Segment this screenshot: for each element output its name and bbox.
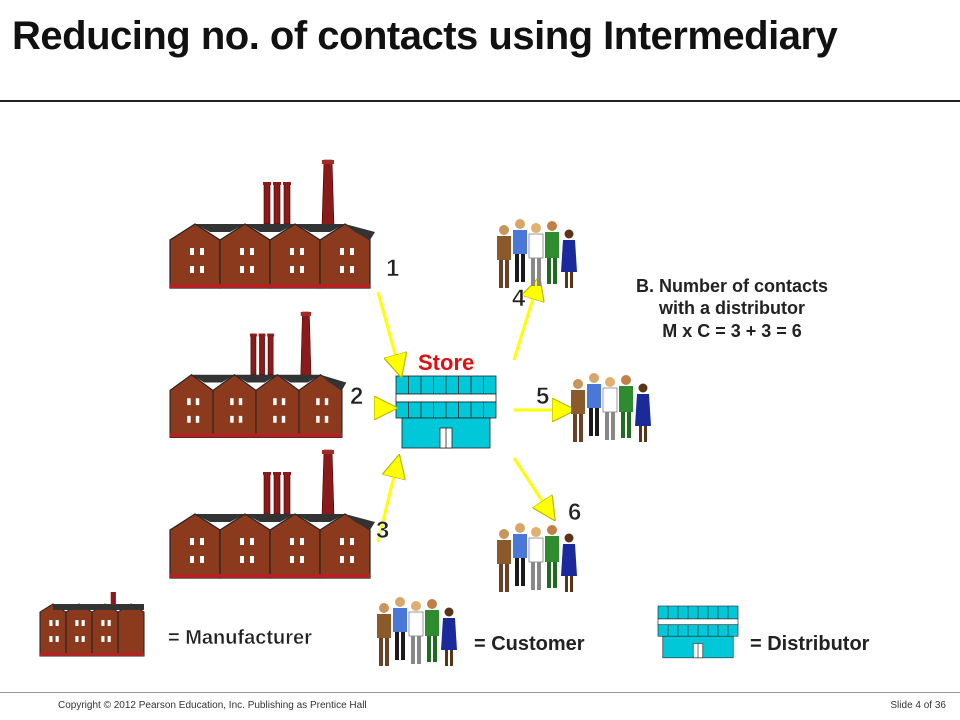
- slide-title: Reducing no. of contacts using Intermedi…: [12, 14, 838, 58]
- store-icon: [395, 375, 497, 449]
- connection-arrows: [376, 282, 570, 543]
- footer-copyright: Copyright © 2012 Pearson Education, Inc.…: [58, 700, 367, 711]
- customer-group-4-icon: [497, 219, 577, 288]
- customer-group-6-icon: [497, 523, 577, 592]
- connection-number-1: 1: [386, 255, 399, 282]
- legend-customer-label: = Customer: [474, 633, 585, 655]
- legend-customer-icon: [377, 597, 457, 666]
- connection-number-6: 6: [568, 499, 581, 526]
- arrow-1: [376, 291, 400, 372]
- arrow-4: [512, 282, 538, 361]
- formula-line-3: M x C = 3 + 3 = 6: [662, 321, 802, 341]
- formula-line-1: B. Number of contacts: [636, 276, 828, 296]
- title-divider: [0, 100, 960, 102]
- legend-distributor-icon: [657, 605, 739, 659]
- arrow-6: [512, 457, 552, 516]
- legend-manufacturer-icon: [39, 592, 145, 657]
- formula-line-2: with a distributor: [658, 298, 805, 318]
- connection-number-4: 4: [512, 285, 526, 312]
- footer-divider: [0, 692, 960, 693]
- store-label: Store: [418, 350, 474, 375]
- legend-manufacturer-label: = Manufacturer: [168, 627, 312, 649]
- manufacturer-2-icon: [169, 311, 347, 439]
- customer-group-5-icon: [571, 373, 651, 442]
- manufacturer-1-icon: [169, 159, 376, 289]
- slide-number: Slide 4 of 36: [890, 700, 946, 711]
- arrow-3: [376, 460, 398, 543]
- connection-number-5: 5: [536, 383, 549, 410]
- connection-number-3: 3: [376, 517, 389, 544]
- legend-distributor-label: = Distributor: [750, 633, 870, 655]
- manufacturer-3-icon: [169, 449, 376, 579]
- connection-number-2: 2: [350, 383, 363, 410]
